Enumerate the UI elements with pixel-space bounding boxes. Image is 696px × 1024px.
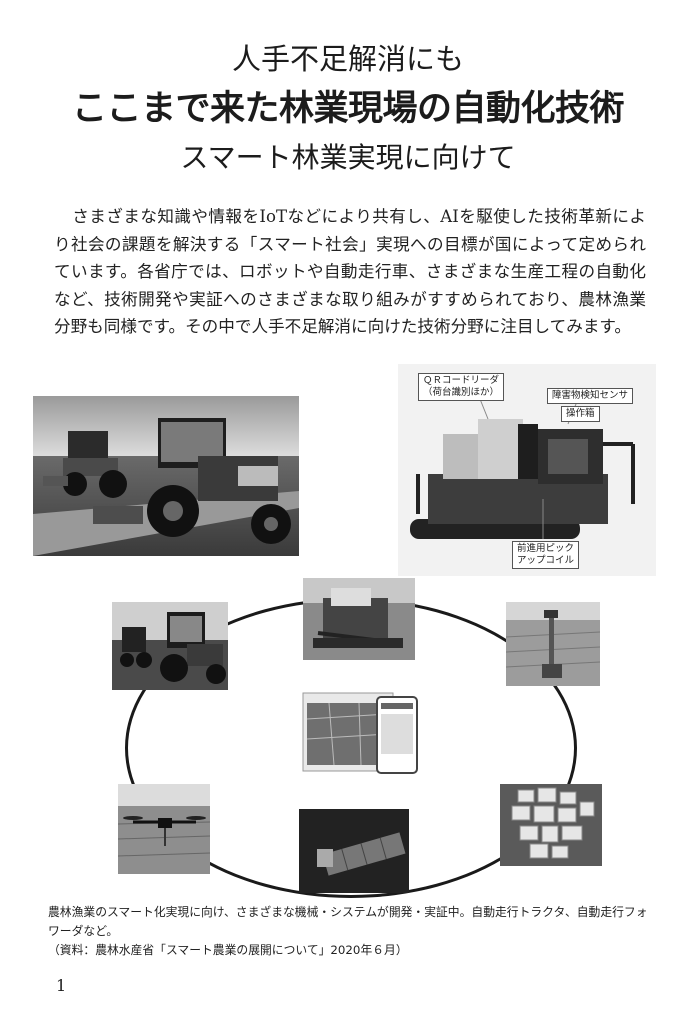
label-obstacle-sensor: 障害物検知センサ [547, 388, 634, 404]
paddy-sensor-photo [506, 602, 600, 686]
drone-photo [118, 784, 210, 874]
page-number: 1 [56, 976, 67, 995]
field-map-photo [500, 784, 602, 866]
page-title: ここまで来た林業現場の自動化技術 [71, 89, 625, 129]
label-obstacle-sensor-text: 障害物検知センサ [552, 390, 629, 401]
rice-transplanter-photo [303, 578, 415, 660]
label-control-box-text: 操作箱 [566, 408, 595, 419]
label-qr-reader: ＱＲコードリーダ （荷台識別ほか） [418, 373, 505, 401]
figure-caption: 農林漁業のスマート化実現に向け、さまざまな機械・システムが開発・実証中。自動走行… [48, 905, 648, 938]
farm-management-app-photo [299, 689, 423, 777]
tractor-field-photo [33, 396, 299, 556]
label-qr-reader-text: ＱＲコードリーダ [423, 375, 500, 386]
subtitle: スマート林業実現に向けて [180, 141, 516, 174]
label-qr-reader-sub: （荷台識別ほか） [423, 387, 500, 398]
label-control-box: 操作箱 [561, 406, 600, 422]
label-pickup-coil-sub: アップコイル [517, 555, 575, 566]
label-pickup-coil-text: 前進用ピック [517, 543, 575, 554]
body-paragraph: さまざまな知識や情報をIoTなどにより共有し、AIを駆使した技術革新により社会の… [54, 207, 646, 336]
figure-source: （資料：農林水産省「スマート農業の展開について」2020年６月） [48, 943, 408, 957]
satellite-photo [299, 809, 409, 893]
autonomous-tractor-photo [112, 602, 228, 690]
label-pickup-coil: 前進用ピック アップコイル [512, 541, 580, 569]
title-line-1: 人手不足解消にも [231, 42, 464, 76]
